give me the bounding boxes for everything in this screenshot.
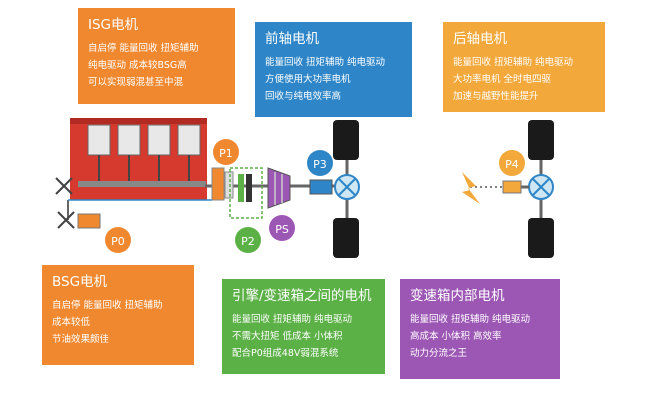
front-line-1: 能量回收 扭矩辅助 纯电驱动	[265, 57, 386, 68]
front-axle-box: 前轴电机 能量回收 扭矩辅助 纯电驱动 方便使用大功率电机 回收与纯电效率高	[255, 22, 412, 117]
inner-title: 变速箱内部电机	[410, 288, 505, 304]
front-title: 前轴电机	[265, 31, 319, 47]
isg-title: ISG电机	[88, 17, 139, 33]
between-line-3: 配合P0组成48V弱混系统	[232, 348, 339, 359]
bsg-belt	[55, 177, 212, 229]
between-line-1: 能量回收 扭矩辅助 纯电驱动	[232, 314, 353, 325]
ps-node	[269, 215, 295, 241]
bsg-title: BSG电机	[52, 274, 108, 290]
p3-node	[307, 150, 333, 176]
front-line-3: 回收与纯电效率高	[265, 91, 342, 102]
gearbox-inner-box: 变速箱内部电机 能量回收 扭矩辅助 纯电驱动 高成本 小体积 高效率 动力分流之…	[400, 279, 560, 379]
ps-label: PS	[275, 223, 289, 236]
bsg-box: BSG电机 自启停 能量回收 扭矩辅助 成本较低 节油效果颇佳	[42, 265, 194, 365]
p3-label: P3	[313, 158, 327, 171]
between-line-2: 不需大扭矩 低成本 小体积	[232, 331, 343, 342]
p2-node	[235, 227, 261, 253]
rear-axle-box: 后轴电机 能量回收 扭矩辅助 纯电驱动 大功率电机 全时电四驱 加速与越野性能提…	[443, 22, 605, 112]
p2-label: P2	[241, 235, 255, 248]
p4-label: P4	[505, 158, 519, 171]
rear-line-1: 能量回收 扭矩辅助 纯电驱动	[453, 57, 574, 68]
p0-node	[105, 227, 131, 253]
inner-line-2: 高成本 小体积 高效率	[410, 331, 502, 342]
rear-title: 后轴电机	[453, 31, 507, 47]
engine	[70, 118, 207, 200]
isg-line-1: 自启停 能量回收 扭矩辅助	[88, 43, 199, 54]
p4-node	[499, 150, 525, 176]
isg-line-3: 可以实现弱混甚至中混	[88, 77, 184, 88]
lightning-icon	[462, 172, 480, 204]
bsg-line-2: 成本较低	[52, 317, 91, 328]
isg-box: ISG电机 自启停 能量回收 扭矩辅助 纯电驱动 成本较BSG高 可以实现弱混甚…	[78, 8, 235, 104]
isg-line-2: 纯电驱动 成本较BSG高	[88, 60, 187, 71]
p1-label: P1	[219, 147, 233, 160]
rear-line-3: 加速与越野性能提升	[453, 91, 539, 102]
inner-line-1: 能量回收 扭矩辅助 纯电驱动	[410, 314, 531, 325]
p1-node	[213, 139, 239, 165]
bsg-line-1: 自启停 能量回收 扭矩辅助	[52, 300, 163, 311]
between-title: 引擎/变速箱之间的电机	[232, 288, 372, 304]
front-line-2: 方便使用大功率电机	[265, 74, 351, 85]
bsg-line-3: 节油效果颇佳	[52, 334, 110, 345]
inner-line-3: 动力分流之王	[410, 348, 468, 359]
rear-line-2: 大功率电机 全时电四驱	[453, 74, 552, 85]
p0-label: P0	[111, 235, 125, 248]
between-box: 引擎/变速箱之间的电机 能量回收 扭矩辅助 纯电驱动 不需大扭矩 低成本 小体积…	[222, 279, 385, 374]
